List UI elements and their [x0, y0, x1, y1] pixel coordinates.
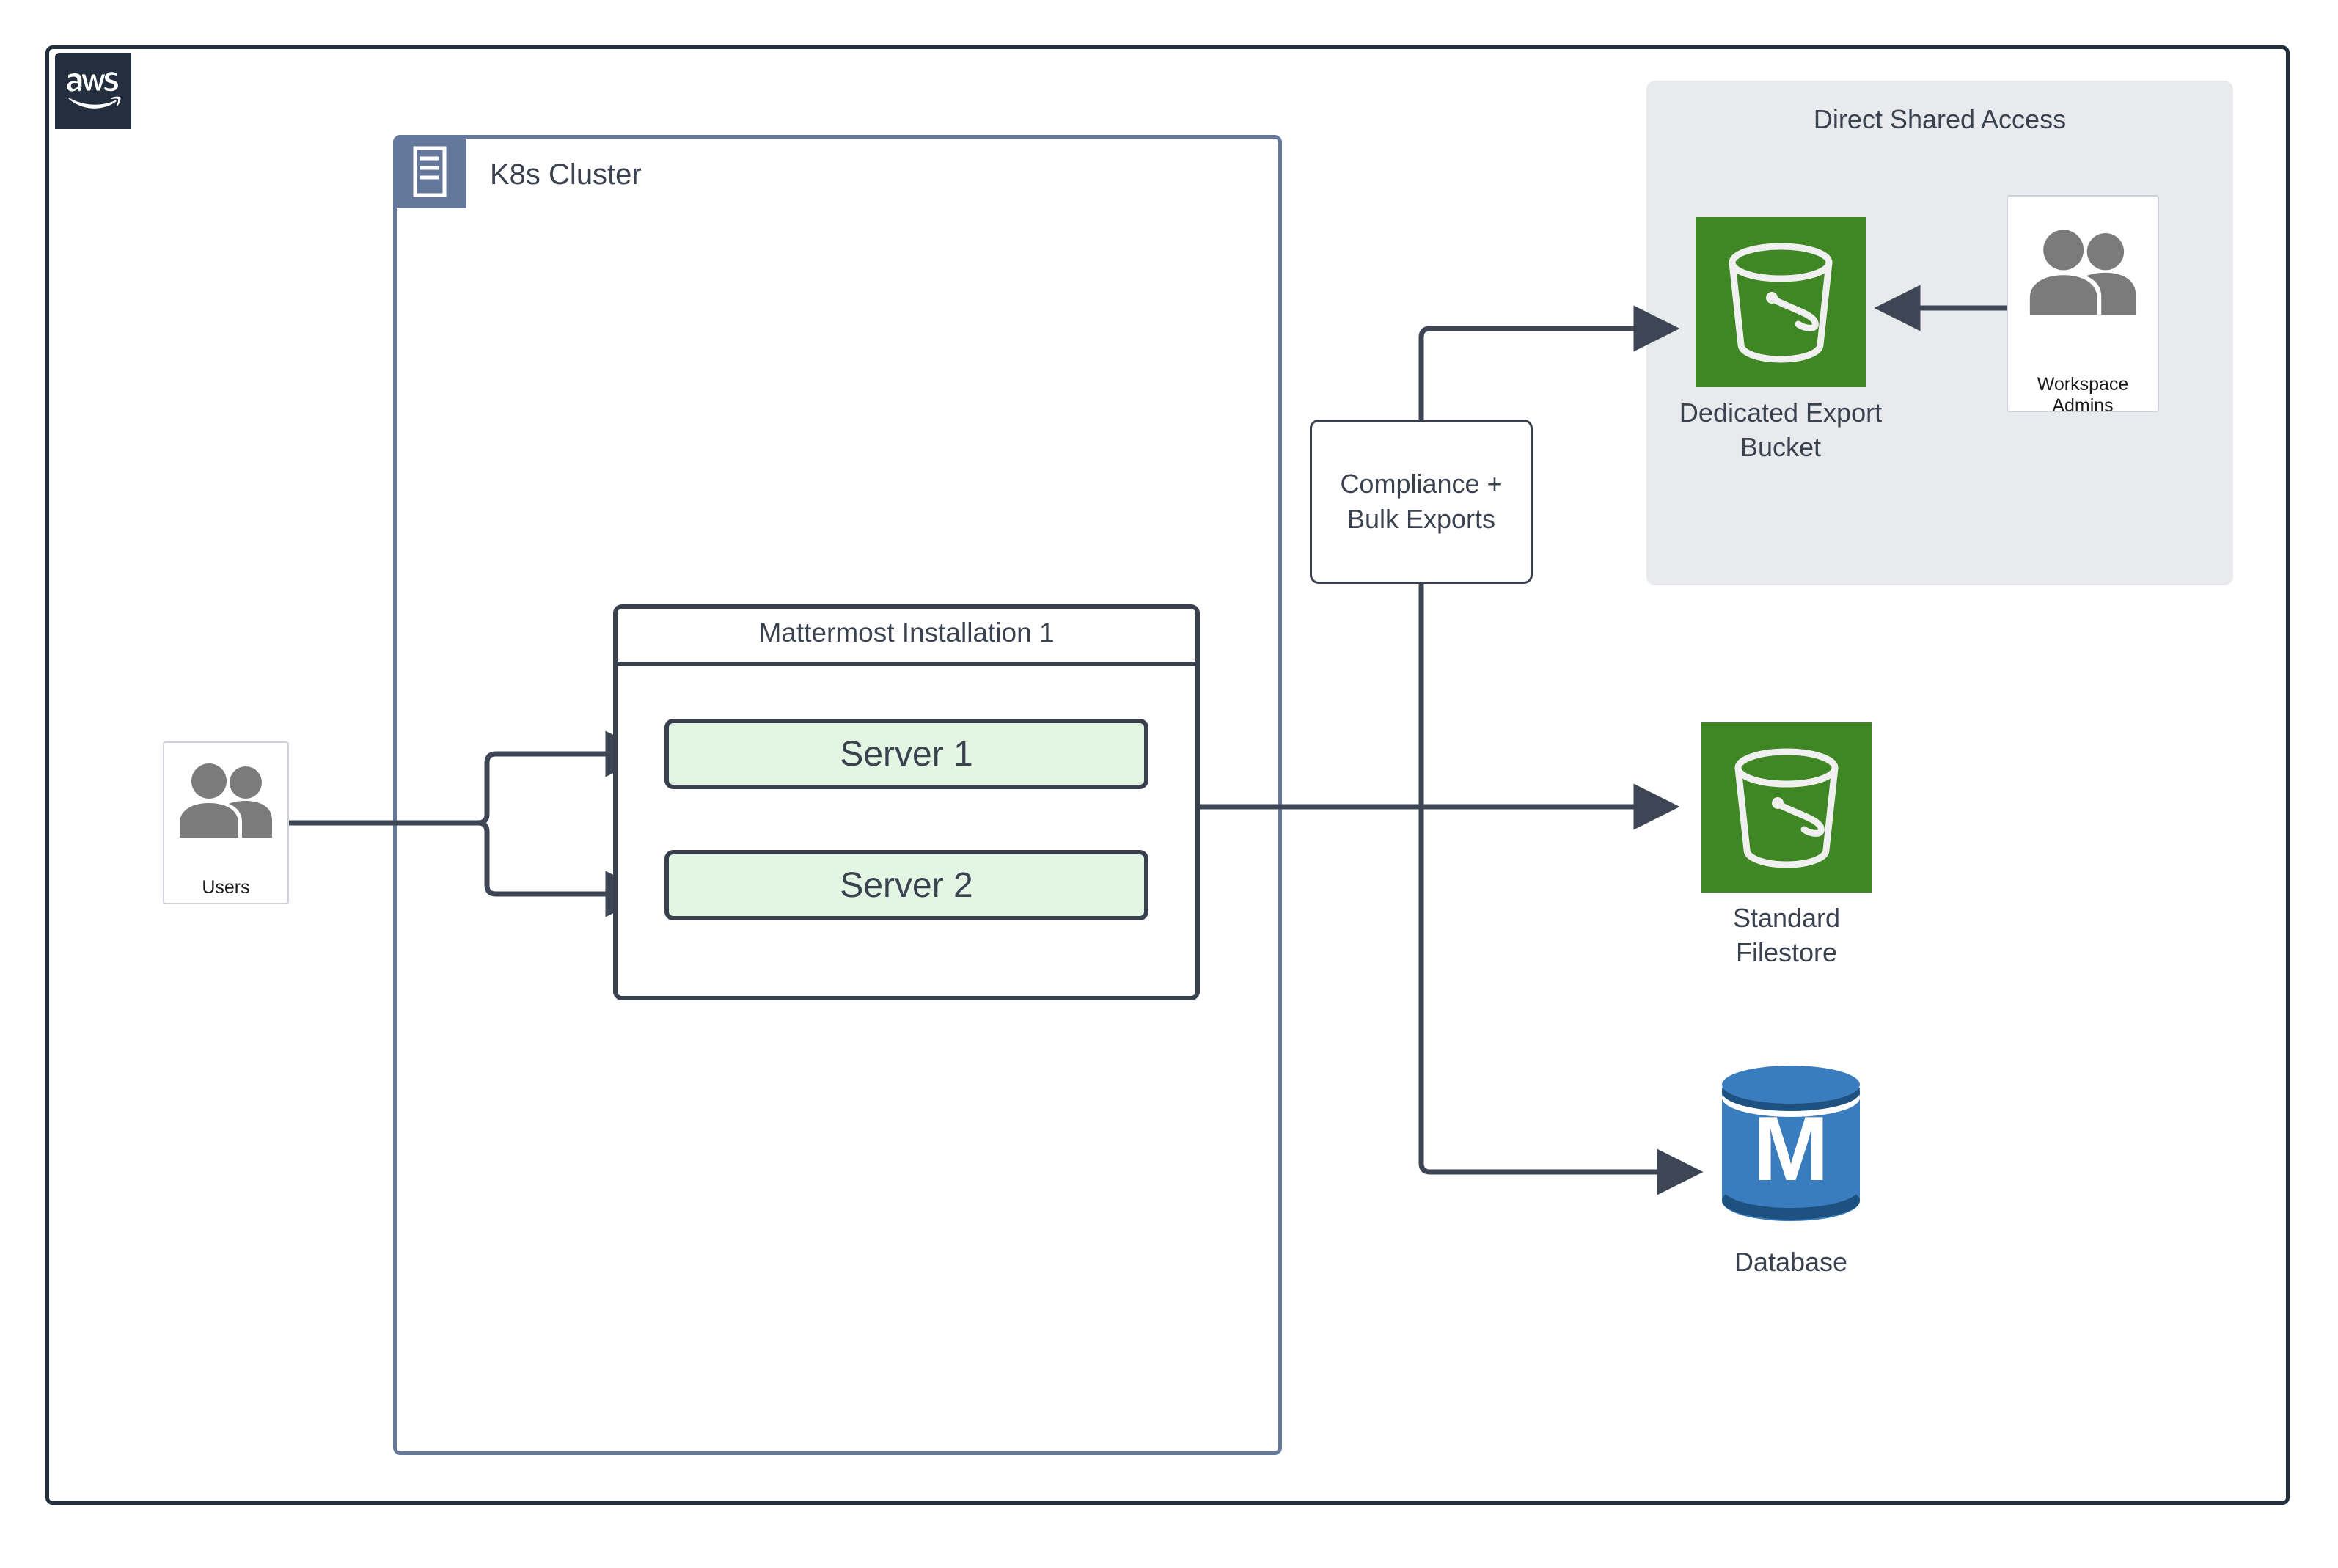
compliance-bulk-exports-node[interactable]: Compliance + Bulk Exports	[1310, 420, 1533, 584]
mattermost-installation-title: Mattermost Installation 1	[613, 604, 1200, 666]
k8s-cluster-label: K8s Cluster	[490, 158, 642, 191]
standard-filestore-label: Standard Filestore	[1599, 901, 1974, 970]
users-label: Users	[202, 877, 250, 898]
mattermost-database-cylinder-icon[interactable]: M	[1718, 1063, 1864, 1226]
s3-bucket-icon[interactable]	[1696, 217, 1866, 387]
direct-shared-access-title: Direct Shared Access	[1813, 104, 2067, 134]
export-bucket-label-line2: Bucket	[1740, 431, 1822, 462]
aws-logo-icon	[55, 53, 131, 129]
server-1-node[interactable]: Server 1	[664, 719, 1148, 789]
users-icon	[2026, 227, 2140, 320]
server-2-label: Server 2	[840, 865, 973, 905]
filestore-label-line2: Filestore	[1735, 937, 1838, 967]
export-bucket-label-line1: Dedicated Export	[1679, 398, 1883, 428]
server-1-label: Server 1	[840, 734, 973, 774]
compliance-label-line1: Compliance +	[1340, 469, 1503, 499]
export-bucket-label: Dedicated Export Bucket	[1593, 396, 1968, 465]
workspace-admins-label: Workspace Admins	[2037, 374, 2129, 416]
s3-bucket-icon[interactable]	[1701, 722, 1872, 893]
server-2-node[interactable]: Server 2	[664, 850, 1148, 920]
mattermost-installation-title-text: Mattermost Installation 1	[758, 618, 1055, 648]
mattermost-installation-box	[613, 604, 1200, 1000]
server-rack-icon	[393, 135, 466, 208]
filestore-label-line1: Standard	[1732, 903, 1841, 933]
k8s-cluster-boundary	[393, 135, 1282, 1455]
database-label: Database	[1734, 1247, 1848, 1277]
compliance-label-line2: Bulk Exports	[1346, 504, 1496, 534]
svg-text:M: M	[1753, 1099, 1828, 1200]
users-icon	[176, 761, 276, 842]
